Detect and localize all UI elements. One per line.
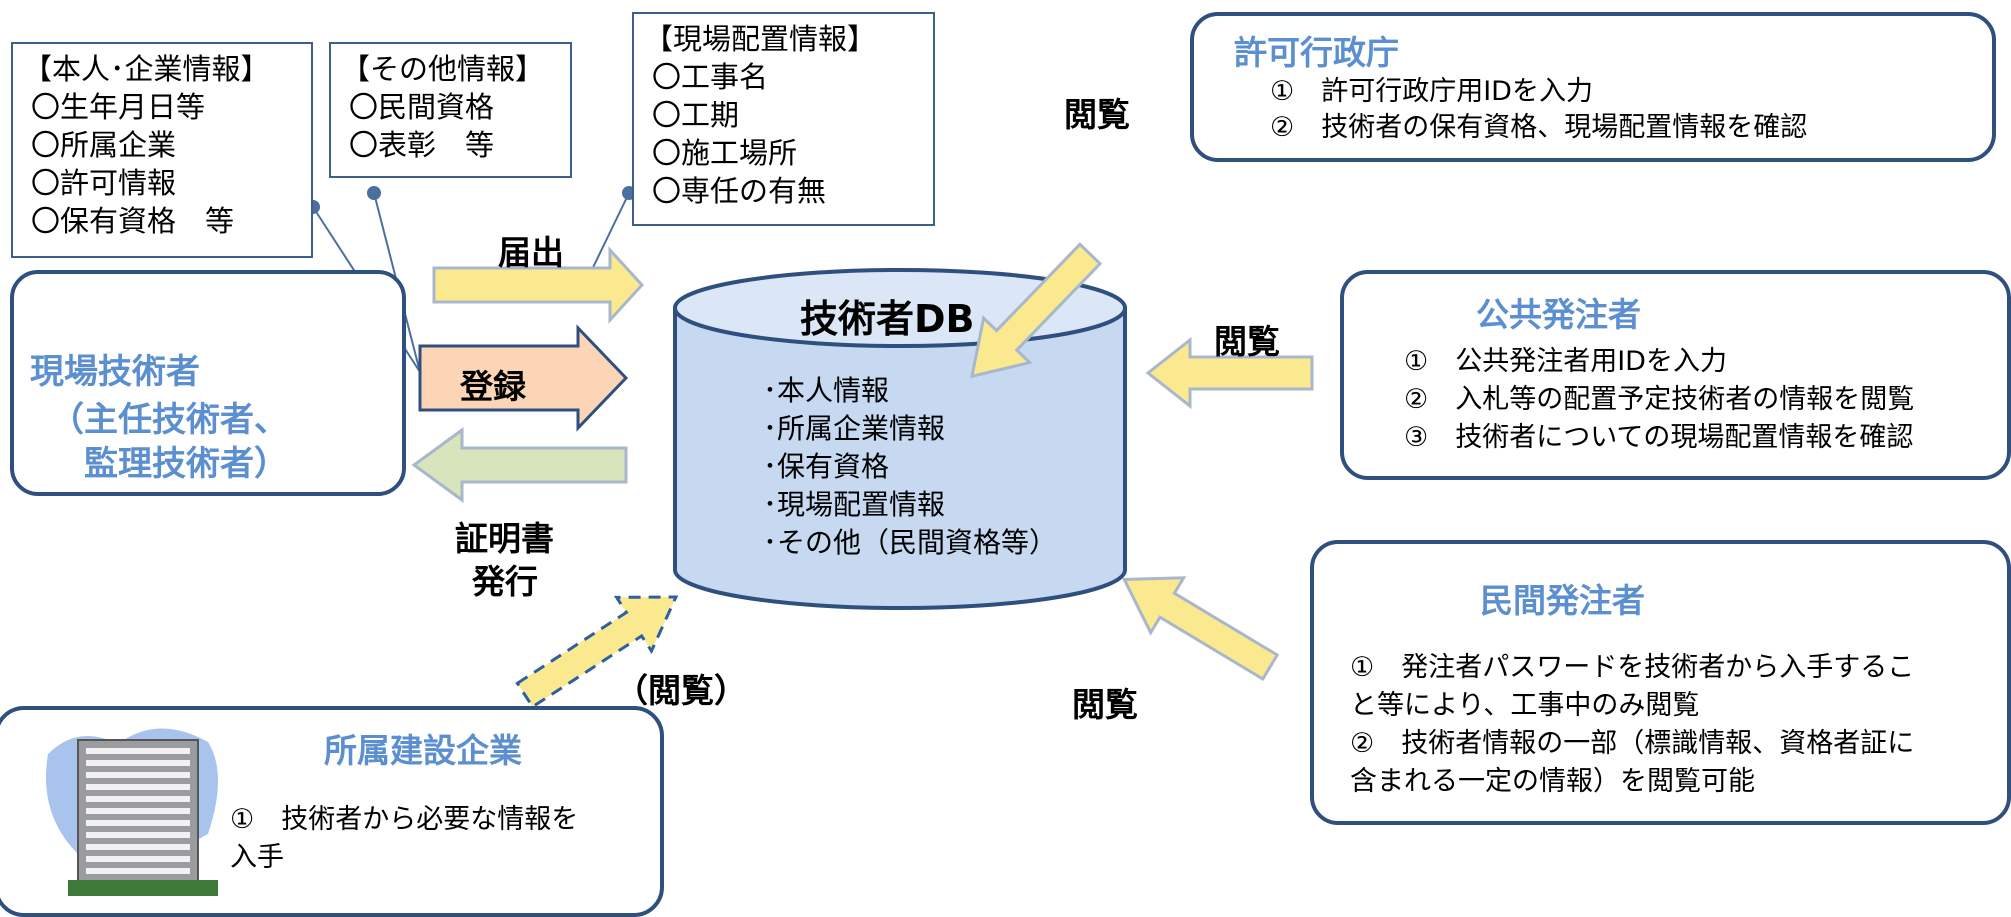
view-company-label: （閲覧）	[615, 671, 747, 710]
site-info-item: 〇専任の有無	[652, 174, 827, 208]
construction-company-line: ① 技術者から必要な情報を	[230, 804, 579, 835]
public-orderer-title: 公共発注者	[1476, 295, 1641, 334]
view-private-label: 閲覧	[1072, 685, 1138, 724]
register-label: 登録	[460, 367, 526, 406]
admin-agency-line: ① 許可行政庁用IDを入力	[1270, 76, 1593, 107]
public-orderer-panel: 公共発注者 ① 公共発注者用IDを入力 ② 入札等の配置予定技術者の情報を閲覧 …	[1340, 270, 2011, 480]
other-info-box: 【その他情報】 〇民間資格 〇表彰 等	[329, 42, 572, 178]
view-public-arrow	[1145, 336, 1314, 410]
personal-info-item: 〇保有資格 等	[31, 204, 235, 238]
certificate-arrow	[411, 427, 628, 503]
public-orderer-line: ② 入札等の配置予定技術者の情報を閲覧	[1404, 384, 1915, 415]
other-info-item: 〇民間資格	[349, 90, 495, 124]
private-orderer-line: と等により、工事中のみ閲覧	[1350, 690, 1700, 721]
personal-info-item: 〇許可情報	[31, 166, 177, 200]
public-orderer-line: ① 公共発注者用IDを入力	[1404, 346, 1727, 377]
notify-label: 届出	[498, 233, 564, 272]
other-info-title: 【その他情報】	[341, 52, 545, 86]
database-item: ･その他（民間資格等）	[763, 526, 1058, 559]
view-admin-arrow	[969, 242, 1103, 379]
database-title: 技術者DB	[800, 297, 975, 341]
register-arrow	[418, 324, 629, 432]
personal-info-item: 〇所属企業	[31, 128, 177, 162]
view-admin-label: 閲覧	[1064, 95, 1130, 134]
private-orderer-line: 含まれる一定の情報）を閲覧可能	[1350, 766, 1755, 797]
private-orderer-panel: 民間発注者 ① 発注者パスワードを技術者から入手するこ と等により、工事中のみ閲…	[1310, 540, 2011, 825]
personal-info-box: 【本人･企業情報】 〇生年月日等 〇所属企業 〇許可情報 〇保有資格 等	[11, 42, 313, 258]
private-orderer-title: 民間発注者	[1480, 581, 1645, 620]
database-item: ･現場配置情報	[763, 488, 946, 521]
site-info-item: 〇工期	[652, 98, 740, 132]
site-engineer-subtitle: 監理技術者）	[84, 444, 288, 484]
view-private-arrow	[1121, 576, 1280, 682]
database-item: ･所属企業情報	[763, 412, 946, 445]
public-orderer-line: ③ 技術者についての現場配置情報を確認	[1404, 422, 1914, 453]
database-item: ･保有資格	[763, 450, 890, 483]
admin-agency-title: 許可行政庁	[1234, 33, 1399, 72]
private-orderer-line: ② 技術者情報の一部（標識情報、資格者証に	[1350, 728, 1915, 759]
admin-agency-panel: 許可行政庁 ① 許可行政庁用IDを入力 ② 技術者の保有資格、現場配置情報を確認	[1190, 12, 1996, 162]
certificate-label: 発行	[472, 562, 538, 601]
construction-company-line: 入手	[230, 842, 284, 873]
site-info-item: 〇施工場所	[652, 136, 798, 170]
personal-info-title: 【本人･企業情報】	[23, 52, 270, 86]
site-info-box: 【現場配置情報】 〇工事名 〇工期 〇施工場所 〇専任の有無	[632, 12, 935, 226]
admin-agency-line: ② 技術者の保有資格、現場配置情報を確認	[1270, 112, 1808, 143]
site-engineer-title: 現場技術者	[30, 352, 200, 392]
personal-info-item: 〇生年月日等	[31, 90, 206, 124]
view-company-arrow	[515, 595, 679, 709]
construction-company-panel: 所属建設企業 ① 技術者から必要な情報を 入手	[0, 706, 664, 917]
office-building-icon	[46, 728, 218, 896]
database-item: ･本人情報	[763, 374, 890, 407]
site-info-item: 〇工事名	[652, 60, 769, 94]
view-public-label: 閲覧	[1214, 322, 1280, 361]
site-engineer-panel	[10, 270, 406, 496]
notify-arrow	[432, 246, 645, 324]
other-info-item: 〇表彰 等	[349, 128, 495, 162]
private-orderer-line: ① 発注者パスワードを技術者から入手するこ	[1350, 652, 1915, 683]
site-info-title: 【現場配置情報】	[644, 22, 877, 56]
certificate-label: 証明書	[455, 519, 554, 558]
site-engineer-subtitle: （主任技術者、	[50, 400, 288, 440]
construction-company-title: 所属建設企業	[324, 731, 522, 770]
